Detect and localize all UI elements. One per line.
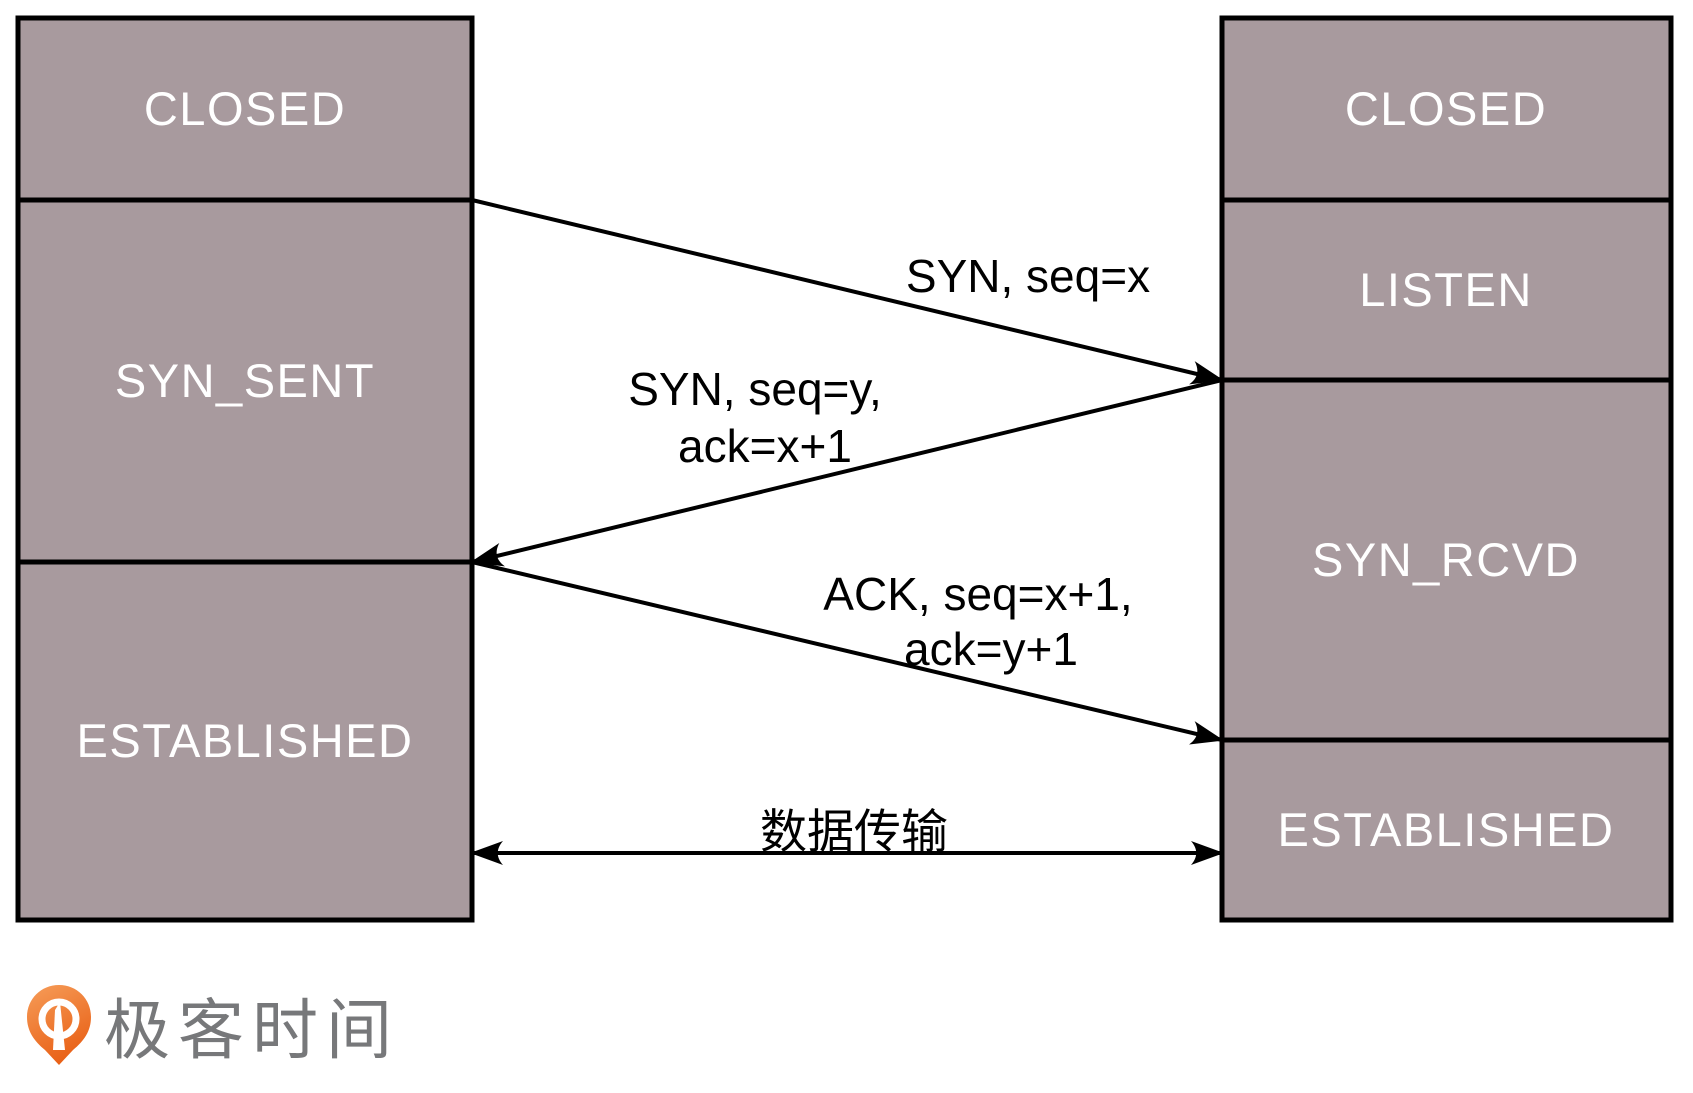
server-state-listen: LISTEN: [1359, 263, 1533, 316]
server-state-closed: CLOSED: [1345, 82, 1547, 135]
client-state-established: ESTABLISHED: [77, 714, 414, 767]
server-state-established: ESTABLISHED: [1278, 803, 1615, 856]
syn-label: SYN, seq=x: [906, 250, 1150, 302]
data-transfer-label: 数据传输: [760, 805, 948, 858]
geektime-pin-needle: [53, 1002, 65, 1050]
ack-label-line1: ACK, seq=x+1,: [823, 568, 1132, 620]
syn-ack-arrow: [470, 378, 1223, 567]
syn-ack-label-line2: ack=x+1: [678, 420, 852, 472]
ack-arrow: [471, 560, 1224, 745]
server-state-syn-rcvd: SYN_RCVD: [1312, 533, 1580, 586]
client-state-column: CLOSED SYN_SENT ESTABLISHED: [15, 15, 475, 923]
syn-arrow: [471, 198, 1224, 385]
geektime-logo-text: 极客时间: [104, 993, 400, 1067]
ack-label-line2: ack=y+1: [904, 623, 1078, 675]
client-column-box: [15, 15, 475, 923]
server-state-column: CLOSED LISTEN SYN_RCVD ESTABLISHED: [1219, 15, 1674, 923]
server-column-box: [1219, 15, 1674, 923]
client-state-syn-sent: SYN_SENT: [115, 354, 375, 407]
geektime-logo: 极客时间: [27, 985, 400, 1067]
handshake-arrows: [470, 198, 1224, 865]
client-state-closed: CLOSED: [144, 82, 346, 135]
handshake-labels: SYN, seq=x SYN, seq=y, ack=x+1 ACK, seq=…: [628, 250, 1150, 858]
syn-ack-label-line1: SYN, seq=y,: [628, 363, 882, 415]
